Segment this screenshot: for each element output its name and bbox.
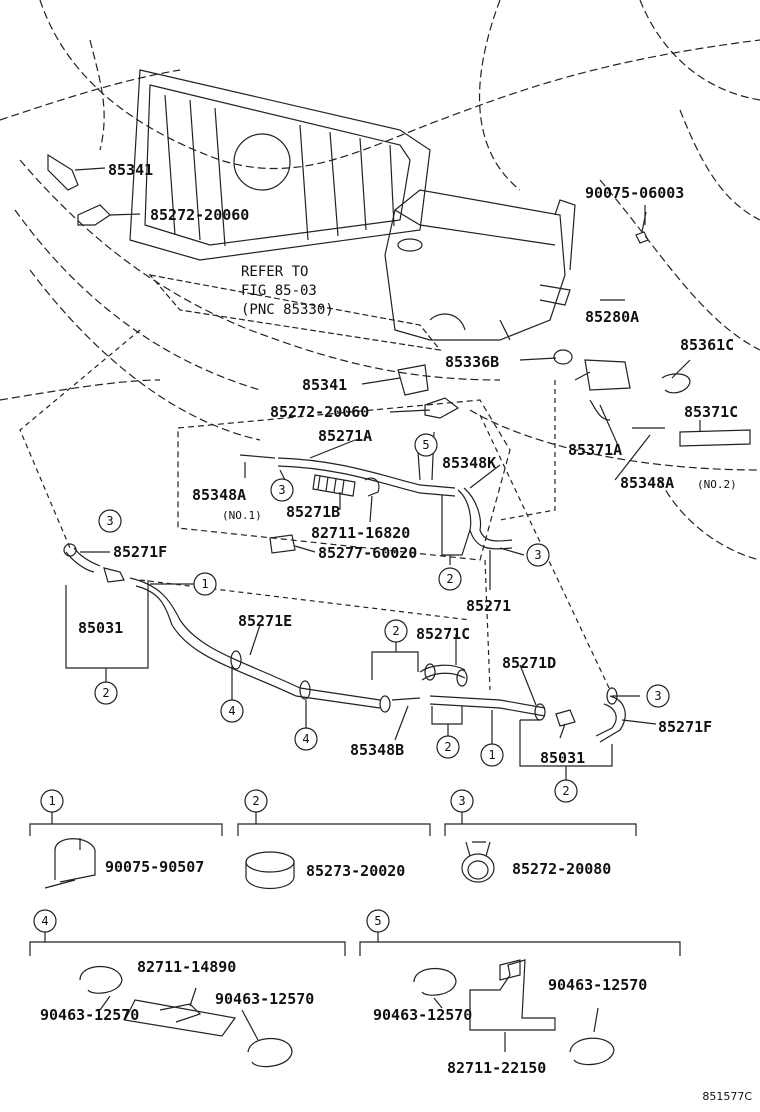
figure-code: 851577C bbox=[702, 1090, 752, 1103]
hose-85271f-right bbox=[599, 695, 626, 743]
clamp-82711-16820 bbox=[364, 477, 380, 497]
legend-90075-90507: 90075-90507 bbox=[105, 858, 204, 876]
label-85336b: 85336B bbox=[445, 353, 499, 371]
circled-numbers bbox=[33, 433, 670, 933]
clip-85272-mid bbox=[424, 397, 460, 419]
label-85277-60020: 85277-60020 bbox=[318, 544, 417, 562]
legend-circle-4: 4 bbox=[41, 914, 48, 928]
circle-2-left: 2 bbox=[102, 686, 109, 700]
label-90075-06003: 90075-06003 bbox=[585, 184, 684, 202]
label-85371a: 85371A bbox=[568, 441, 622, 459]
circle-3-mid: 3 bbox=[278, 483, 285, 497]
refer-line1: REFER TO bbox=[241, 264, 308, 280]
label-82711-16820: 82711-16820 bbox=[311, 524, 410, 542]
circle-1-left: 1 bbox=[201, 577, 208, 591]
legend-circle-5: 5 bbox=[374, 914, 381, 928]
clamp-set-group4-icon bbox=[79, 966, 293, 1068]
nozzle-85341-top bbox=[47, 153, 79, 191]
label-no1: (NO.1) bbox=[222, 509, 262, 522]
label-85271: 85271 bbox=[466, 597, 511, 615]
washer-pump bbox=[553, 349, 631, 391]
label-85271f-right: 85271F bbox=[658, 718, 712, 736]
grille bbox=[129, 69, 442, 351]
refer-line2: FIG 85-03 bbox=[241, 283, 317, 299]
hose-85371a bbox=[589, 399, 611, 421]
spring-clamp-85272-20080-icon bbox=[461, 841, 495, 883]
label-85341-mid: 85341 bbox=[302, 376, 347, 394]
circle-3-right: 3 bbox=[654, 689, 661, 703]
legend-circle-1: 1 bbox=[48, 794, 55, 808]
label-85348a-no1: 85348A bbox=[192, 486, 246, 504]
hose-85271b bbox=[312, 474, 356, 497]
joint-85031-right bbox=[555, 709, 576, 727]
legend-90463-12570-g5-left: 90463-12570 bbox=[373, 1006, 472, 1024]
clamp-ring-left bbox=[63, 543, 77, 557]
joint-85031-left bbox=[103, 567, 125, 583]
label-85371c: 85371C bbox=[684, 403, 738, 421]
label-85271a: 85271A bbox=[318, 427, 372, 445]
circle-1-right: 1 bbox=[488, 748, 495, 762]
label-85031-left: 85031 bbox=[78, 619, 123, 637]
label-85348b: 85348B bbox=[350, 741, 404, 759]
label-85271e: 85271E bbox=[238, 612, 292, 630]
hose-assembly-group-box bbox=[177, 399, 511, 561]
circle-3-left: 3 bbox=[106, 514, 113, 528]
band-clamp-85273-20020-icon bbox=[245, 851, 295, 889]
legend-circle-2: 2 bbox=[252, 794, 259, 808]
label-85271c: 85271C bbox=[416, 625, 470, 643]
label-85361c: 85361C bbox=[680, 336, 734, 354]
grommet-85277-60020 bbox=[269, 534, 296, 554]
legend-90463-12570-g5-right: 90463-12570 bbox=[548, 976, 647, 994]
nozzle-85341-mid bbox=[397, 364, 429, 396]
label-85272-20060-top: 85272-20060 bbox=[150, 206, 249, 224]
label-85031-right: 85031 bbox=[540, 749, 585, 767]
label-85280a: 85280A bbox=[585, 308, 639, 326]
legend-circle-3: 3 bbox=[458, 794, 465, 808]
refer-line3: (PNC 85330) bbox=[241, 302, 334, 318]
circle-3-elbow: 3 bbox=[534, 548, 541, 562]
hose-85271c bbox=[419, 664, 466, 673]
circle-2-b: 2 bbox=[444, 740, 451, 754]
hose-85371c bbox=[679, 429, 751, 447]
clip-90075-90507-icon bbox=[44, 838, 96, 889]
label-85272-20060-mid: 85272-20060 bbox=[270, 403, 369, 421]
legend-85273-20020: 85273-20020 bbox=[306, 862, 405, 880]
circle-2-elbow: 2 bbox=[446, 572, 453, 586]
label-85271f-left: 85271F bbox=[113, 543, 167, 561]
legend-brackets bbox=[29, 812, 681, 956]
joint-85348a-no1 bbox=[239, 454, 276, 459]
legend-82711-22150: 82711-22150 bbox=[447, 1059, 546, 1077]
circle-2-right: 2 bbox=[562, 784, 569, 798]
legend-90463-12570-g4-left: 90463-12570 bbox=[40, 1006, 139, 1024]
label-85271d: 85271D bbox=[502, 654, 556, 672]
clamp-set-group5-icon bbox=[413, 959, 615, 1066]
washer-tank bbox=[384, 189, 576, 341]
label-85348k: 85348K bbox=[442, 454, 496, 472]
circle-5-top: 5 bbox=[422, 438, 429, 452]
hose-85271e bbox=[129, 577, 381, 701]
circle-2-c: 2 bbox=[392, 624, 399, 638]
legend-82711-14890: 82711-14890 bbox=[137, 958, 236, 976]
hose-85271d bbox=[429, 695, 546, 709]
leader-lines bbox=[65, 167, 701, 780]
legend-85272-20080: 85272-20080 bbox=[512, 860, 611, 878]
hose-85271a bbox=[277, 457, 456, 489]
hose-clamp-rings bbox=[230, 650, 618, 721]
legend-90463-12570-g4-right: 90463-12570 bbox=[215, 990, 314, 1008]
label-85348a-no2: 85348A bbox=[620, 474, 674, 492]
hose-85271f-left bbox=[65, 551, 95, 573]
label-no2: (NO.2) bbox=[697, 478, 737, 491]
joint-85348b bbox=[391, 697, 421, 701]
clamp-85361c bbox=[661, 373, 691, 394]
circle-4-a: 4 bbox=[228, 704, 235, 718]
circle-4-b: 4 bbox=[302, 732, 309, 746]
label-85271b: 85271B bbox=[286, 503, 340, 521]
clip-85272-top bbox=[77, 204, 111, 226]
label-85341-top: 85341 bbox=[108, 161, 153, 179]
